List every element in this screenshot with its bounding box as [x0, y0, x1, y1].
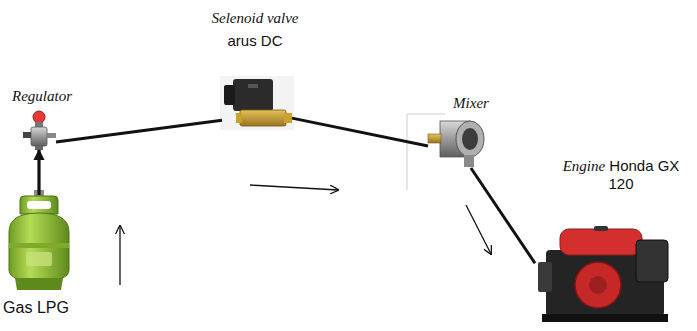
engine: Engine Honda GX 120	[535, 226, 670, 324]
engine-air-cleaner	[538, 262, 552, 292]
regulator-stem	[35, 122, 43, 127]
solenoid-body	[240, 110, 286, 126]
mixer: Mixer	[428, 118, 486, 168]
lpg-cylinder: Gas LPG	[5, 195, 73, 290]
solenoid-coil	[233, 79, 273, 111]
label-part: Honda GX 120	[605, 157, 679, 192]
solenoid-backdrop	[220, 76, 294, 130]
pipe-connector	[56, 120, 222, 142]
flow-arrow	[466, 205, 491, 254]
solenoid-port	[284, 113, 292, 123]
component-label: arus DC	[227, 32, 282, 50]
solenoid-port	[236, 113, 242, 123]
pipe-connector	[471, 168, 535, 263]
mixer-face	[456, 121, 484, 157]
cylinder-foot	[15, 278, 63, 290]
engine-starter-hub	[589, 276, 607, 294]
engine-fuel-tank	[560, 229, 642, 255]
solenoid-screw	[248, 84, 258, 88]
mixer-nozzle	[428, 134, 441, 143]
cylinder-handle	[20, 196, 58, 214]
frame-line	[407, 114, 408, 190]
component-label: Gas LPG	[3, 299, 69, 317]
cylinder-band	[9, 243, 69, 248]
engine-recoil-starter	[575, 262, 621, 308]
component-label: Selenoid valve	[211, 9, 298, 27]
regulator-fitting	[23, 132, 31, 138]
regulator-outlet	[47, 133, 56, 138]
regulator-knob	[33, 111, 45, 123]
engine-muffler	[636, 240, 668, 282]
solenoid-connector	[224, 85, 235, 105]
flow-arrow	[250, 185, 338, 190]
regulator-body	[31, 127, 47, 146]
frame-line	[407, 114, 445, 115]
regulator-inlet	[35, 146, 43, 150]
engine-base	[542, 314, 668, 322]
label-part: Engine	[563, 158, 606, 174]
solenoid-valve: Selenoid valvearus DC	[222, 76, 292, 130]
mixer-outlet	[464, 155, 474, 167]
component-label: Regulator	[12, 87, 72, 105]
regulator: Regulator	[22, 110, 56, 150]
component-label: Mixer	[453, 94, 489, 112]
cylinder-handle-hole	[27, 201, 51, 209]
pipe-connector	[292, 118, 428, 146]
engine-fuel-cap	[594, 226, 608, 231]
cylinder-label	[26, 252, 52, 266]
flow-arrow	[119, 226, 120, 285]
cylinder-body	[9, 213, 69, 281]
mixer-bore	[462, 128, 478, 150]
component-label: Engine Honda GX 120	[560, 157, 682, 193]
pipe-connector	[37, 150, 40, 195]
